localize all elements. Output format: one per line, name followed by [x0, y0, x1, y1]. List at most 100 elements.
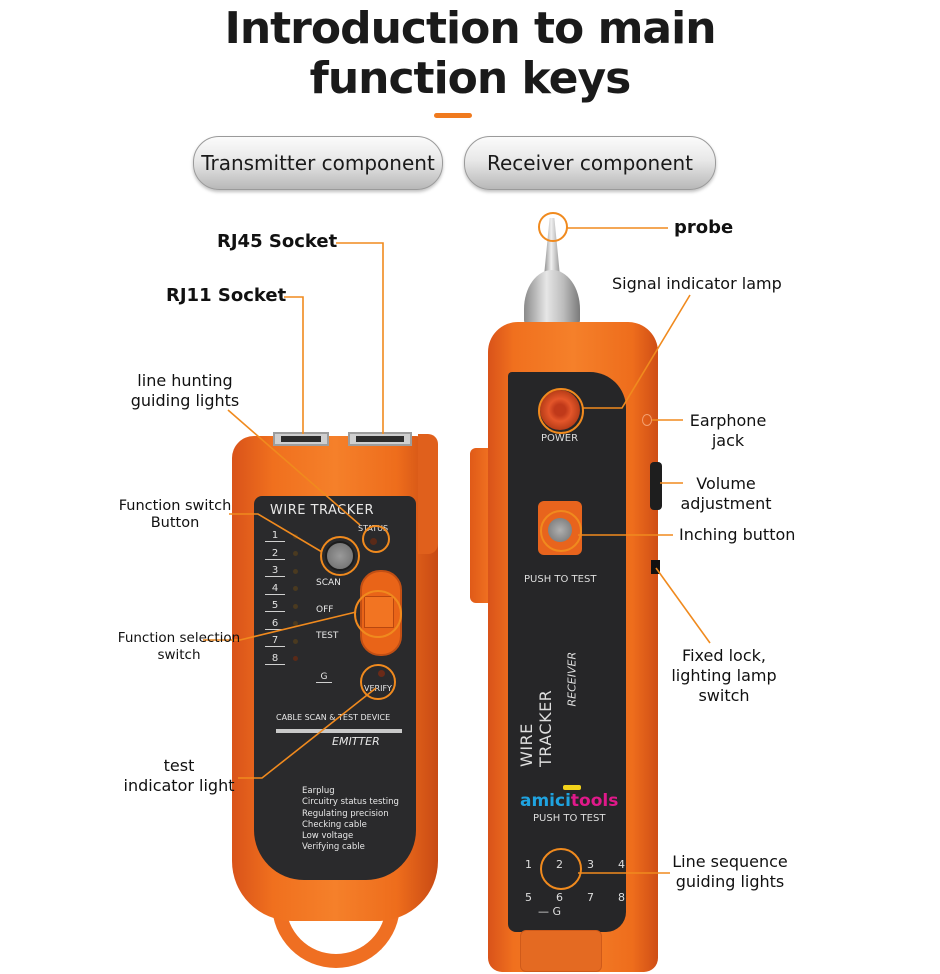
line-number: 5 — [265, 600, 285, 612]
callout-line: switch — [698, 686, 750, 705]
line-row: 4 — [265, 583, 298, 595]
seq-number: 6 — [556, 891, 563, 904]
receiver-panel — [508, 372, 626, 932]
line-row: 6 — [265, 618, 298, 630]
probe-highlight-circle — [538, 212, 568, 242]
line-number: 8 — [265, 653, 285, 665]
line-led — [293, 603, 298, 609]
seq-number: 7 — [587, 891, 594, 904]
callout-line: indicator light — [123, 776, 235, 795]
callout-inching-button: Inching button — [679, 525, 796, 544]
selection-switch-highlight-circle — [354, 590, 402, 638]
emitter-label: EMITTER — [332, 735, 380, 748]
transmitter-side-clip — [418, 434, 438, 554]
panel-stripe — [276, 729, 402, 733]
tab-label: Receiver component — [486, 151, 694, 175]
feature-item: Verifying cable — [302, 842, 365, 853]
feature-item: Checking cable — [302, 819, 367, 830]
feature-list: Earplug Circuitry status testing Regulat… — [302, 786, 399, 854]
line-sequence-highlight-circle — [540, 848, 582, 890]
ground-label: G — [316, 672, 332, 683]
probe-base — [524, 270, 580, 326]
seq-number: 3 — [587, 858, 594, 871]
callout-line: test — [163, 756, 195, 775]
line-led — [293, 638, 298, 644]
line-led — [293, 551, 298, 556]
callout-line-hunting-lights: line hunting guiding lights — [120, 371, 250, 411]
seq-number: 8 — [618, 891, 625, 904]
power-label: POWER — [541, 433, 579, 444]
callout-line: jack — [711, 431, 745, 450]
page-title: Introduction to main function keys — [0, 4, 940, 104]
callout-line: Line sequence — [672, 852, 788, 871]
callout-line: adjustment — [680, 494, 772, 513]
device-name-label: CABLE SCAN & TEST DEVICE — [276, 713, 391, 722]
callout-line: switch — [157, 647, 201, 663]
line-row: 3 — [265, 565, 298, 577]
scan-label: SCAN — [316, 578, 341, 588]
callout-rj45-socket: RJ45 Socket — [217, 231, 338, 252]
status-highlight-circle — [362, 525, 390, 553]
push-to-test-label: PUSH TO TEST — [524, 574, 597, 585]
receiver-bottom-cap — [520, 930, 602, 972]
verify-highlight-circle — [360, 664, 396, 700]
seq-number: 1 — [525, 858, 532, 871]
receiver-label: RECEIVER — [565, 651, 579, 707]
line-sequence-row-2: 5 6 7 8 — [525, 891, 625, 904]
callout-line: guiding lights — [130, 391, 240, 410]
power-highlight-circle — [538, 388, 584, 434]
line-number: 3 — [265, 565, 285, 577]
line-row: 5 — [265, 600, 298, 612]
callout-line: Function switch — [118, 498, 232, 514]
rj11-socket — [273, 432, 329, 446]
callout-function-selection-switch: Function selection switch — [112, 630, 246, 664]
callout-line: Earphone — [689, 411, 767, 430]
line-led — [293, 533, 298, 539]
wrench-icon — [563, 785, 581, 790]
line-number: 1 — [265, 530, 285, 542]
callout-line: guiding lights — [675, 872, 785, 891]
inching-highlight-circle — [540, 510, 582, 552]
callout-probe: probe — [674, 217, 734, 238]
feature-item: Regulating precision — [302, 808, 389, 819]
callout-line: Function selection — [117, 630, 241, 646]
feature-item: Low voltage — [302, 831, 354, 842]
callout-line: line hunting — [137, 371, 233, 390]
function-button-highlight-circle — [320, 536, 360, 576]
callout-line: lighting lamp — [671, 666, 777, 685]
callout-volume-adjustment: Volume adjustment — [676, 474, 776, 514]
callout-test-indicator-light: test indicator light — [116, 756, 242, 796]
tab-receiver-component[interactable]: Receiver component — [464, 136, 716, 190]
line-number: 4 — [265, 583, 285, 595]
callout-earphone-jack: Earphone jack — [680, 411, 776, 451]
test-label: TEST — [316, 631, 339, 641]
seq-number: 5 — [525, 891, 532, 904]
callout-function-switch-button: Function switch Button — [112, 498, 238, 532]
push-to-test-label-2: PUSH TO TEST — [533, 813, 606, 824]
line-row: 1 — [265, 530, 298, 542]
line-led — [293, 586, 298, 591]
rj45-socket — [348, 432, 412, 446]
tab-transmitter-component[interactable]: Transmitter component — [193, 136, 443, 190]
callout-fixed-lock-switch: Fixed lock, lighting lamp switch — [666, 646, 782, 706]
line-number: 7 — [265, 635, 285, 647]
title-accent-bar — [434, 113, 472, 118]
line-number-column: 1 2 3 4 5 6 7 8 — [265, 530, 298, 665]
line-number: 6 — [265, 618, 285, 630]
callout-line: Button — [150, 515, 200, 531]
line-row: 7 — [265, 635, 298, 647]
feature-item: Earplug — [302, 786, 335, 796]
ground-label-rx: — G — [538, 905, 562, 918]
feature-item: Circuitry status testing — [302, 797, 399, 808]
logo-part-amici: amici — [520, 791, 571, 811]
volume-knob[interactable] — [650, 462, 662, 510]
transmitter-brand: WIRE TRACKER — [270, 503, 375, 518]
seq-number: 4 — [618, 858, 625, 871]
line-row: 8 — [265, 653, 298, 665]
lock-lamp-switch[interactable] — [651, 560, 660, 574]
tab-label: Transmitter component — [201, 151, 435, 175]
line-led — [293, 568, 298, 574]
logo-part-tools: tools — [570, 791, 619, 811]
amicitools-logo: amicitools — [520, 791, 618, 811]
callout-signal-indicator-lamp: Signal indicator lamp — [612, 274, 782, 293]
